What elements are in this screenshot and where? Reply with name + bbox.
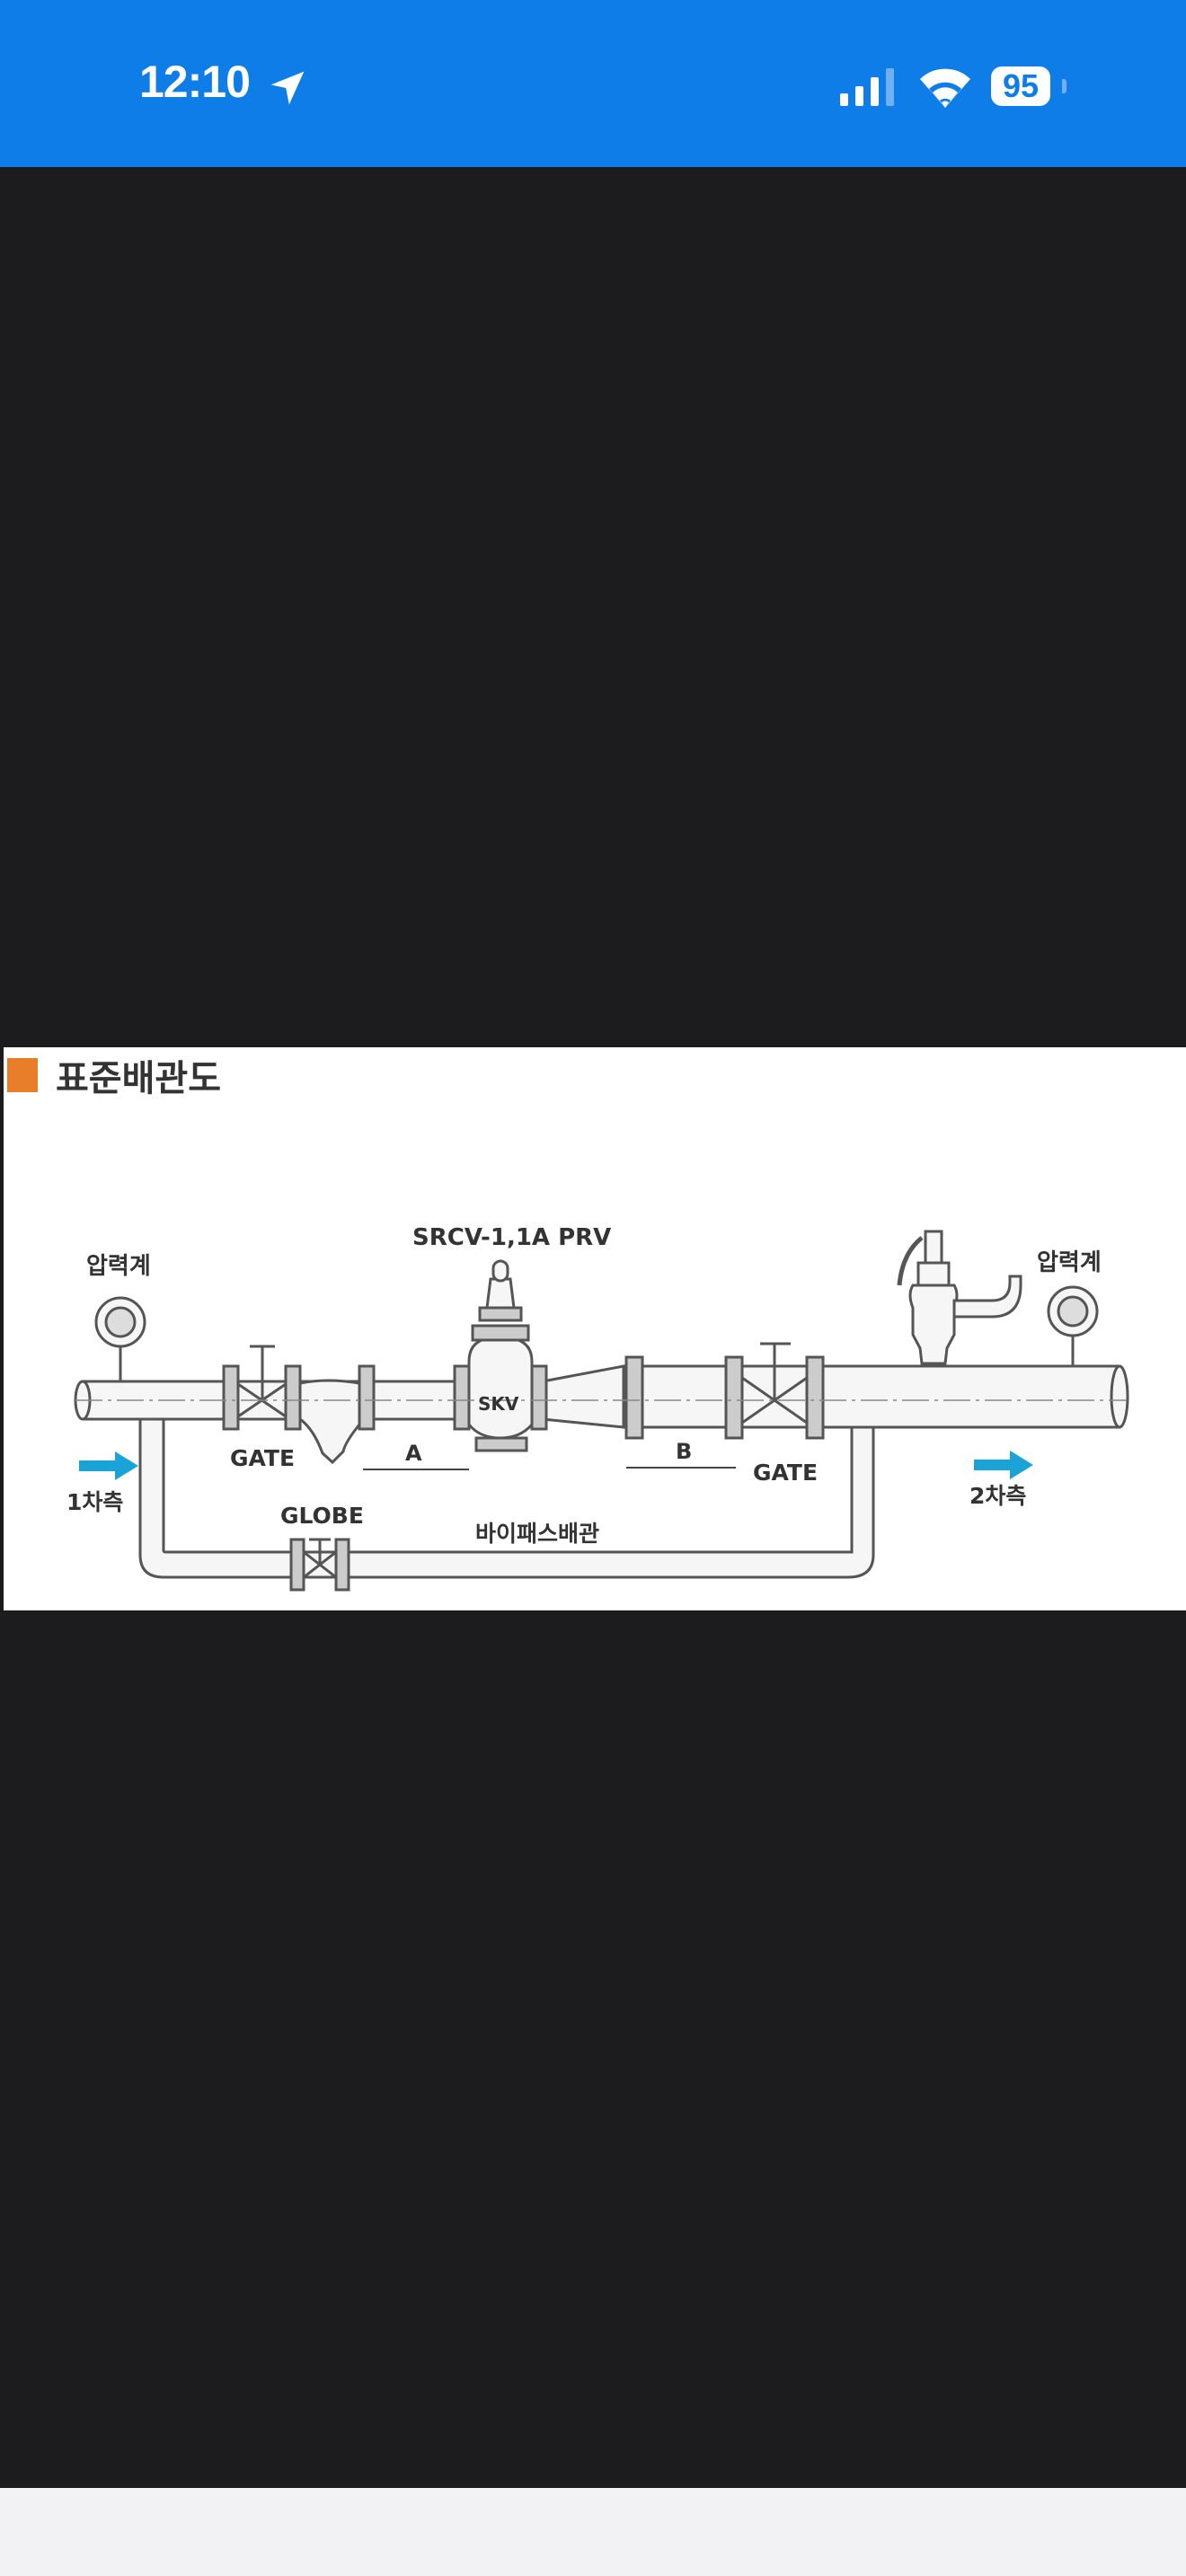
location-arrow-icon [270,71,305,105]
title-marker [7,1058,38,1092]
gate-valve-right [740,1375,809,1425]
inlet-label: 1차측 [66,1489,123,1515]
prv-body [467,1337,534,1440]
gate-right-label: GATE [753,1460,818,1486]
gate-left-label: GATE [230,1445,295,1471]
outlet-label: 2차측 [969,1483,1026,1509]
bottom-toolbar [0,2488,1186,2576]
outlet-pipe [622,1364,1121,1429]
status-time: 12:10 [139,57,251,107]
outlet-arrow-icon [974,1451,1033,1479]
skv-label: SKV [478,1393,519,1415]
piping-diagram-image[interactable]: 표준배관도 [4,1047,1186,1610]
status-bar: 12:10 95 [0,0,1186,167]
battery-tip [1062,79,1067,93]
battery-level: 95 [1002,67,1040,104]
diagram-title: 표준배관도 [56,1058,221,1099]
strainer [298,1379,361,1465]
globe-label: GLOBE [280,1503,364,1529]
prv-label: SRCV-1,1A PRV [412,1224,611,1251]
gauge-left-label: 압력계 [86,1253,151,1280]
dimension-a-label: A [405,1441,422,1466]
battery-icon: 95 [991,66,1050,106]
piping-diagram: 표준배관도 [7,1058,1129,1592]
gate-valve-left [236,1381,288,1419]
gauge-right-label: 압력계 [1037,1249,1102,1276]
wifi-icon [920,68,970,108]
reducer [541,1364,625,1429]
bypass-pipe [138,1417,875,1579]
globe-valve [302,1548,338,1581]
dimension-b-label: B [676,1439,692,1464]
bypass-label: 바이패스배관 [475,1521,599,1547]
inlet-arrow-icon [79,1451,138,1480]
signal-icon [840,68,894,106]
safety-valve [908,1284,959,1365]
prv-bonnet [485,1277,516,1310]
